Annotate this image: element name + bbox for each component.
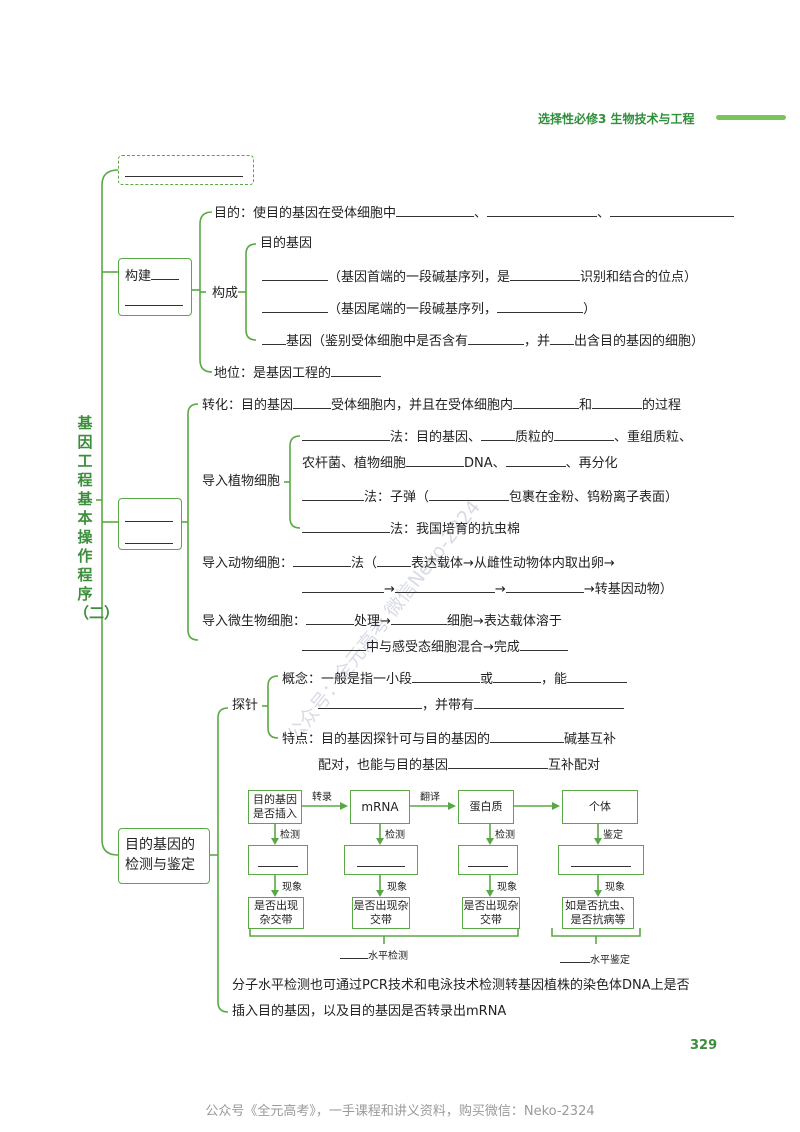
phenomenon-4: 现象 — [605, 882, 625, 893]
composition-label: 构成 — [212, 286, 239, 301]
method3-line: 法：我国培育的抗虫棉 — [302, 520, 520, 538]
transform-line: 转化：目的基因受体细胞内，并且在受体细胞内和的过程 — [202, 398, 682, 413]
arrow-translation: 翻译 — [420, 792, 440, 803]
result-4: 如是否抗虫、是否抗病等 — [562, 897, 634, 929]
arrow-transcription: 转录 — [312, 792, 332, 803]
promoter-line: （基因首端的一段碱基序列，是识别和结合的位点） — [262, 268, 697, 286]
status-line: 地位：是基因工程的 — [214, 364, 382, 382]
result-2: 是否出现杂交带 — [352, 897, 410, 929]
main-title: 基因工程基本操作程序（二） — [74, 414, 120, 622]
detect-box: 目的基因的检测与鉴定 — [118, 828, 210, 884]
marker-line: 基因（鉴别受体细胞中是否含有，并出含目的基因的细胞） — [262, 332, 704, 350]
plant-label: 导入植物细胞 — [202, 474, 281, 489]
micro-line1: 导入微生物细胞：处理→细胞→表达载体溶于 — [202, 614, 562, 629]
animal-line2: →→→转基因动物） — [302, 580, 673, 598]
identify-label: 鉴定 — [603, 830, 623, 841]
header-subject: 选择性必修3 生物技术与工程 — [538, 112, 695, 126]
concept-line1: 概念：一般是指一小段或，能 — [282, 670, 628, 688]
detect-label-2: 检测 — [385, 830, 405, 841]
result-1: 是否出现杂交带 — [248, 897, 304, 929]
animal-line1: 导入动物细胞：法（表达载体→从雌性动物体内取出卵→ — [202, 556, 615, 571]
flow-box-individual: 个体 — [562, 790, 638, 824]
footer-text: 公众号《全元高考》，一手课程和讲义资料，购买微信：Neko-2324 — [205, 1104, 595, 1119]
phenomenon-3: 现象 — [497, 882, 517, 893]
concept-line2: ，并带有 — [318, 696, 625, 714]
level-detect: 水平检测 — [340, 946, 408, 962]
target-gene: 目的基因 — [260, 236, 313, 251]
feature-line2: 配对，也能与目的基因互补配对 — [318, 758, 601, 773]
detect-label: 目的基因的检测与鉴定 — [125, 837, 195, 873]
note-line2: 插入目的基因，以及目的基因是否转录出mRNA — [232, 1004, 507, 1019]
construct-label: 构建 — [125, 269, 152, 284]
purpose-line: 目的：使目的基因在受体细胞中、、 — [214, 204, 735, 222]
terminator-line: （基因尾端的一段碱基序列，） — [262, 300, 596, 318]
probe-label: 探针 — [232, 698, 259, 713]
flow-box-protein: 蛋白质 — [458, 790, 514, 824]
header-bar — [716, 115, 786, 120]
flow-box-insert: 目的基因是否插入 — [248, 790, 302, 824]
transform-box — [118, 498, 182, 550]
page-number: 329 — [690, 1038, 718, 1053]
method-blank-4 — [558, 845, 644, 875]
method2-line: 法：子弹（包裹在金粉、钨粉离子表面） — [302, 488, 678, 506]
construct-box: 构建 — [118, 258, 192, 316]
level-identify: 水平鉴定 — [560, 950, 630, 966]
flow-box-mrna: mRNA — [350, 790, 410, 824]
phenomenon-2: 现象 — [387, 882, 407, 893]
result-3: 是否出现杂交带 — [462, 897, 520, 929]
method1-line1: 法：目的基因、质粒的、重组质粒、 — [302, 428, 692, 446]
micro-line2: 中与感受态细胞混合→完成 — [302, 638, 568, 656]
phenomenon-1: 现象 — [282, 882, 302, 893]
feature-line1: 特点：目的基因探针可与目的基因的碱基互补 — [282, 732, 617, 747]
detect-label-1: 检测 — [280, 830, 300, 841]
note-line1: 分子水平检测也可通过PCR技术和电泳技术检测转基因植株的染色体DNA上是否 — [232, 978, 690, 993]
top-blank-box — [118, 155, 254, 185]
method-blank-1 — [248, 845, 308, 875]
method-blank-2 — [344, 845, 418, 875]
method-blank-3 — [458, 845, 518, 875]
detect-label-3: 检测 — [495, 830, 515, 841]
